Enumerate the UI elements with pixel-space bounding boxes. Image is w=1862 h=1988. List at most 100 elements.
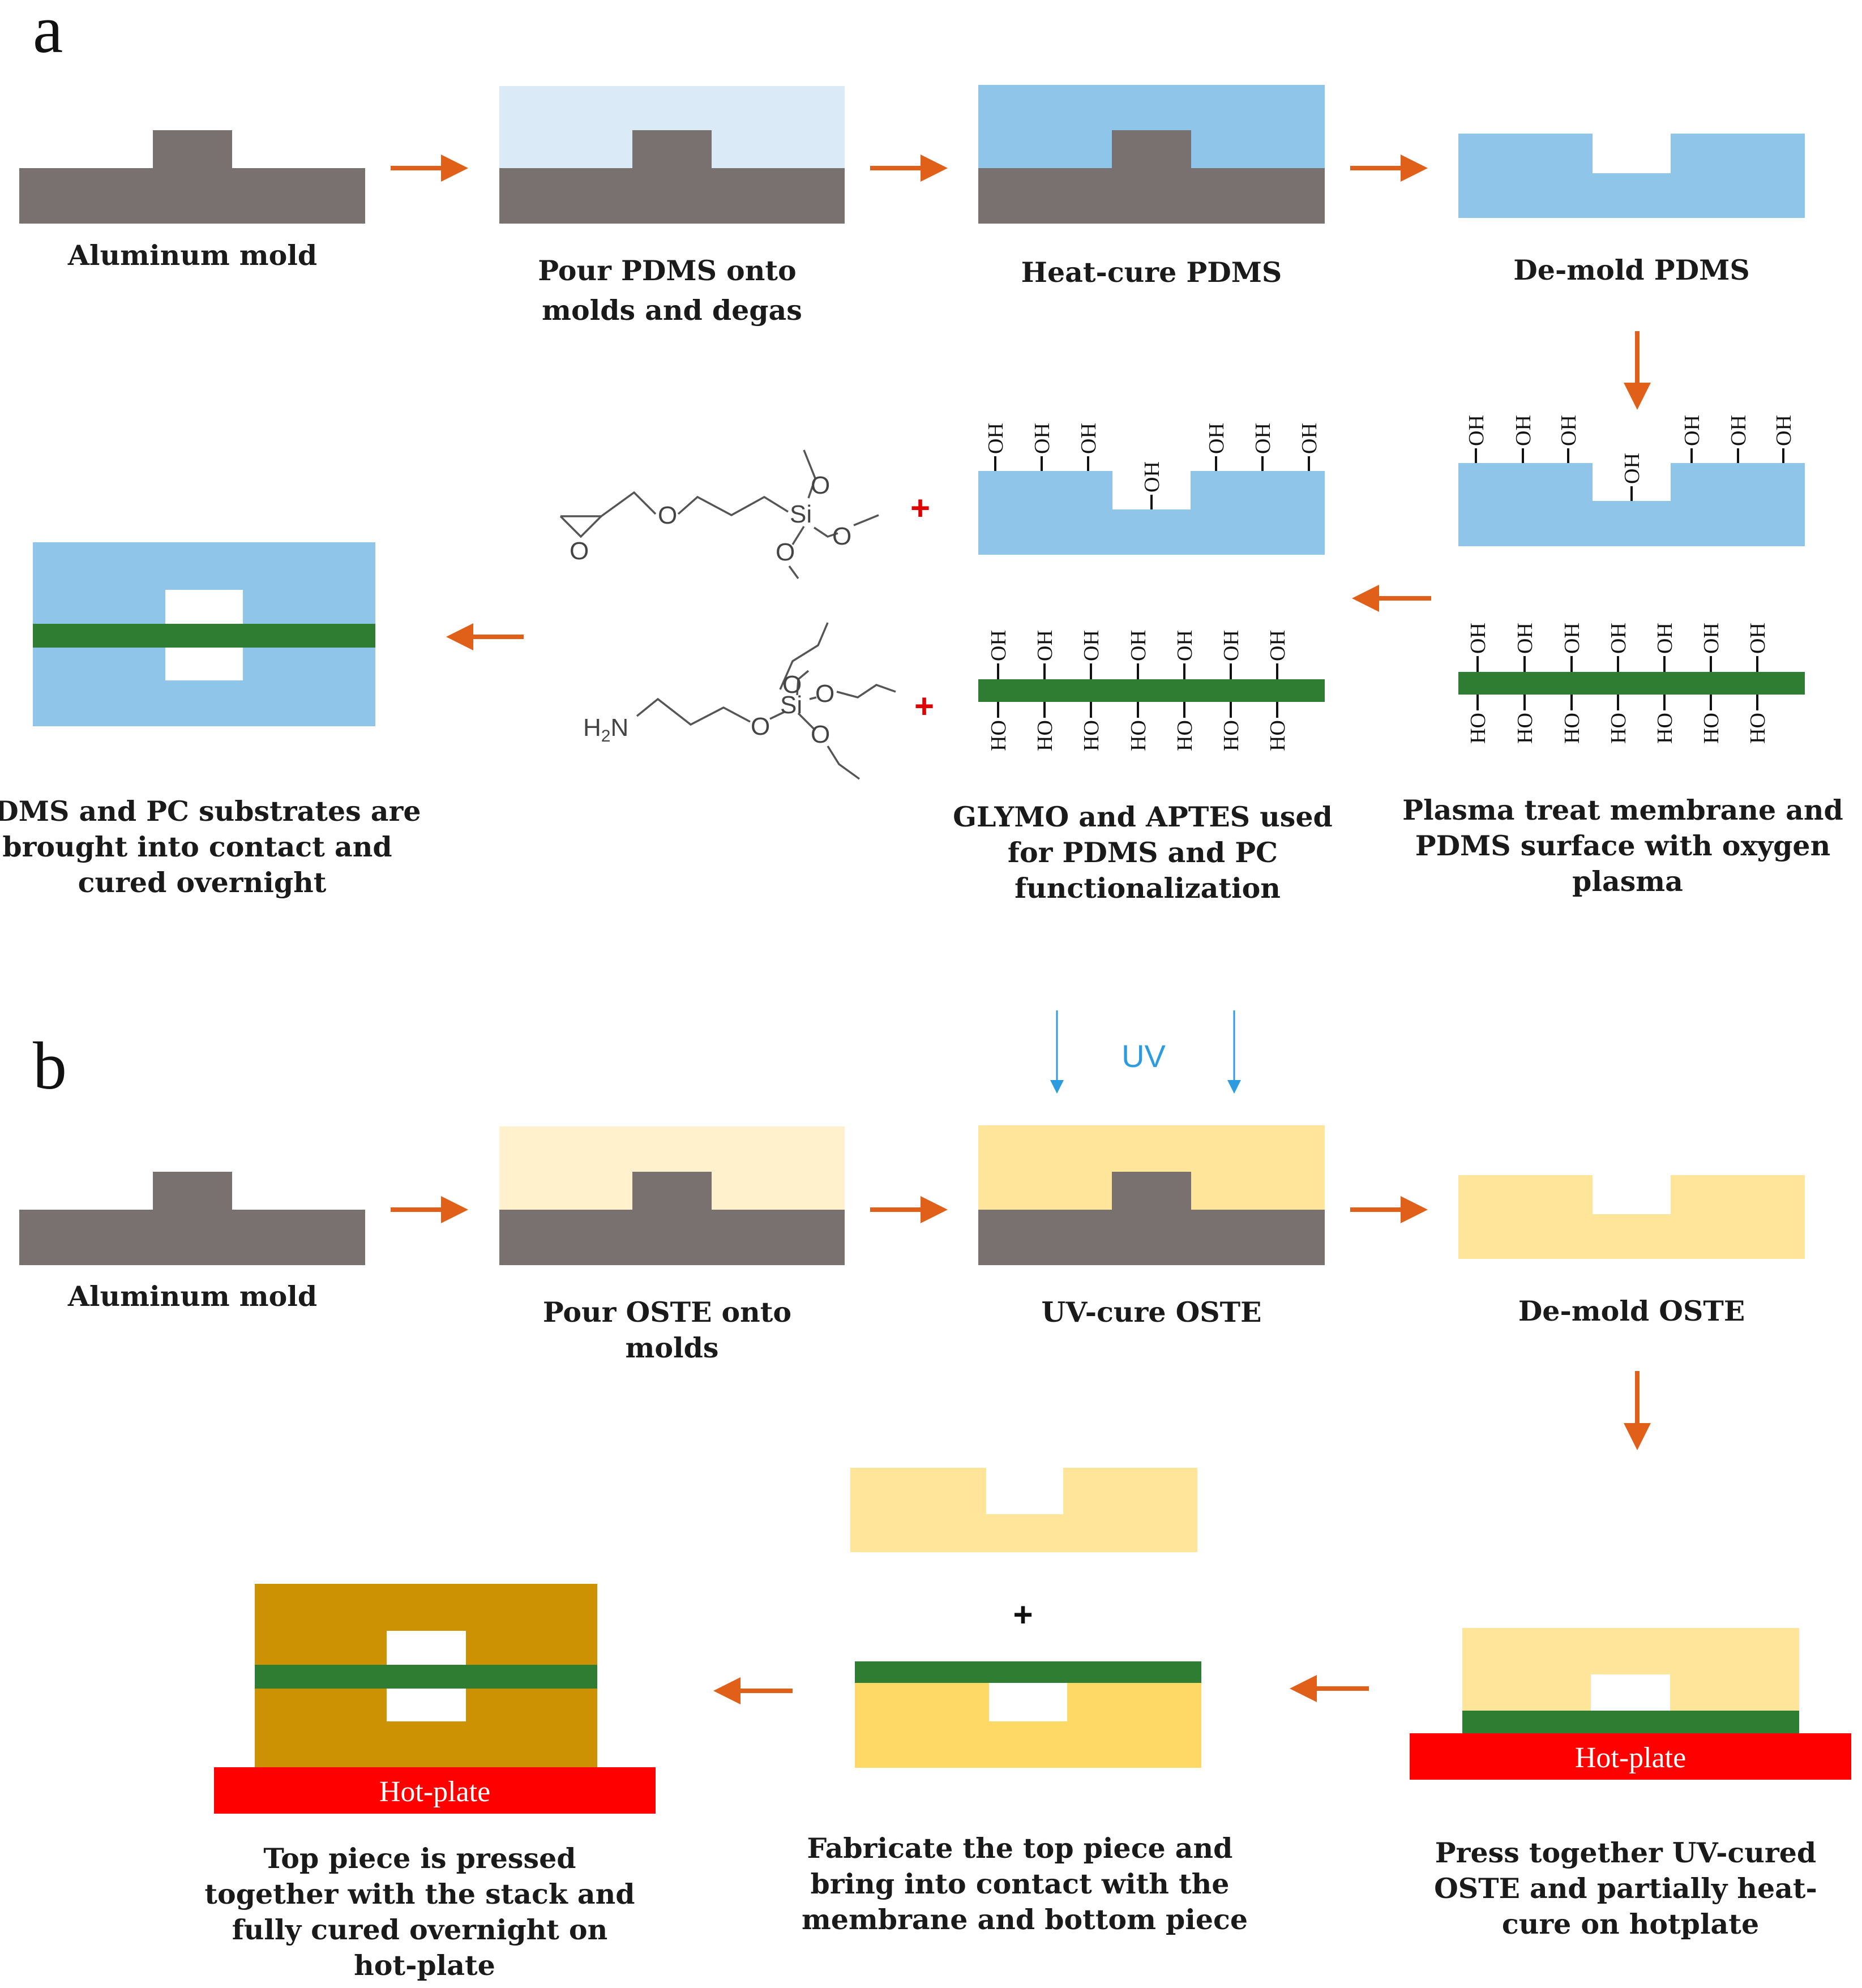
a-step6-membrane	[978, 679, 1325, 702]
oh-label: OH	[1033, 630, 1057, 661]
b-step6-top-piece	[850, 1468, 1197, 1552]
pdms-oh-groups: OH OH OH OH OH OH OH	[1465, 415, 1796, 501]
a-step4-caption: De-mold PDMS	[1513, 254, 1749, 286]
b-step7-caption: Top piece is pressed together with the s…	[204, 1842, 644, 1982]
b-step4-demolded-oste	[1458, 1175, 1805, 1259]
b-step4-caption: De-mold OSTE	[1518, 1295, 1745, 1327]
oh-label: HO	[1746, 713, 1770, 744]
oh-label: OH	[1620, 453, 1644, 484]
hotplate	[1410, 1733, 1851, 1780]
glymo-structure	[559, 449, 879, 580]
oh-label: OH	[1560, 623, 1584, 654]
b-step6-bottom-stack	[855, 1661, 1201, 1768]
oh-label: HO	[1033, 720, 1057, 751]
svg-text:O: O	[570, 537, 589, 565]
oh-label: OH	[1512, 415, 1535, 446]
svg-text:O: O	[811, 472, 830, 499]
oh-label: OH	[1298, 423, 1321, 454]
oh-label: OH	[1680, 415, 1704, 446]
oh-label: OH	[1772, 415, 1796, 446]
oh-label: HO	[1173, 720, 1197, 751]
membrane	[1462, 1711, 1799, 1734]
a-step2-caption: Pour PDMS onto molds and degas	[538, 254, 806, 327]
oh-label: OH	[1080, 630, 1103, 661]
oh-label: OH	[1077, 423, 1101, 454]
a-step5-membrane	[1458, 672, 1805, 695]
a-step3-caption: Heat-cure PDMS	[1021, 256, 1282, 289]
mold-ridge	[153, 1172, 232, 1211]
oh-label: OH	[984, 423, 1008, 454]
aptes-plus: +	[914, 687, 934, 725]
oh-label: HO	[1127, 720, 1150, 751]
oh-label: OH	[1465, 415, 1488, 446]
mold-base	[19, 168, 365, 224]
svg-text:O: O	[751, 713, 770, 740]
mold-ridge	[1112, 1172, 1191, 1211]
hotplate	[214, 1767, 656, 1814]
oh-label: OH	[1266, 630, 1290, 661]
a-step1-aluminum-mold	[19, 130, 365, 224]
oh-label: OH	[1219, 630, 1243, 661]
svg-text:O: O	[811, 721, 830, 748]
b-step1-caption: Aluminum mold	[67, 1280, 317, 1313]
oh-label: OH	[1746, 623, 1770, 654]
oh-label: OH	[1173, 630, 1197, 661]
panel-a-label: a	[33, 0, 63, 67]
a-step1-caption: Aluminum mold	[67, 239, 317, 272]
oh-label: OH	[1513, 623, 1537, 654]
oh-label: HO	[1080, 720, 1103, 751]
oh-label: OH	[1607, 623, 1630, 654]
svg-text:O: O	[776, 538, 795, 566]
oh-label: OH	[1653, 623, 1677, 654]
oh-label: OH	[1700, 623, 1723, 654]
svg-text:O: O	[782, 671, 802, 699]
channel	[989, 1683, 1067, 1721]
svg-text:O: O	[658, 502, 677, 529]
oh-label: OH	[1030, 423, 1054, 454]
oh-label: HO	[1700, 713, 1723, 744]
svg-text:Si: Si	[790, 500, 812, 528]
b-step5-caption: Press together UV-cured OSTE and partial…	[1434, 1836, 1827, 1940]
oh-label: OH	[1205, 423, 1229, 454]
a-step2-pour-pdms	[499, 86, 845, 224]
oh-label: OH	[1557, 415, 1581, 446]
mold-base	[499, 1210, 845, 1265]
a-step7-bonded-device	[33, 542, 375, 726]
oh-label: HO	[1653, 713, 1677, 744]
a-step6-pdms	[978, 471, 1325, 555]
oh-label: OH	[1466, 623, 1490, 654]
a-step6-caption: GLYMO and APTES used for PDMS and PC fun…	[953, 800, 1342, 905]
svg-text:O: O	[815, 680, 834, 708]
mold-ridge	[632, 130, 712, 170]
uv-label: UV	[1122, 1038, 1166, 1074]
oh-label: OH	[987, 630, 1011, 661]
svg-text:H2N: H2N	[583, 714, 628, 746]
oh-label: HO	[1266, 720, 1290, 751]
b-step6-caption: Fabricate the top piece and bring into c…	[802, 1832, 1248, 1936]
b-step3-caption: UV-cure OSTE	[1042, 1296, 1262, 1329]
mold-ridge	[1112, 130, 1191, 170]
b-step3-uv-cure	[978, 1125, 1325, 1265]
membrane	[33, 624, 375, 648]
membrane	[255, 1665, 597, 1689]
a-step3-heat-cure	[978, 85, 1325, 224]
oh-label: HO	[1560, 713, 1584, 744]
a-step7-caption: PDMS and PC substrates are brought into …	[0, 795, 431, 899]
oh-label: OH	[1140, 461, 1164, 492]
hotplate-label: Hot-plate	[1575, 1742, 1686, 1774]
aptes-structure	[636, 622, 896, 780]
oh-label: OH	[1727, 415, 1750, 446]
b-step7-final-device: Hot-plate	[214, 1584, 656, 1814]
mold-base	[499, 168, 845, 224]
oh-label: OH	[1251, 423, 1275, 454]
b-step6-plus: +	[1013, 1596, 1033, 1634]
mold-base	[19, 1210, 365, 1265]
a-step5-plasma-pdms	[1458, 463, 1805, 546]
panel-b-label: b	[33, 1028, 67, 1103]
svg-text:O: O	[832, 522, 851, 550]
mold-base	[978, 1210, 1325, 1265]
channel	[1591, 1674, 1670, 1714]
